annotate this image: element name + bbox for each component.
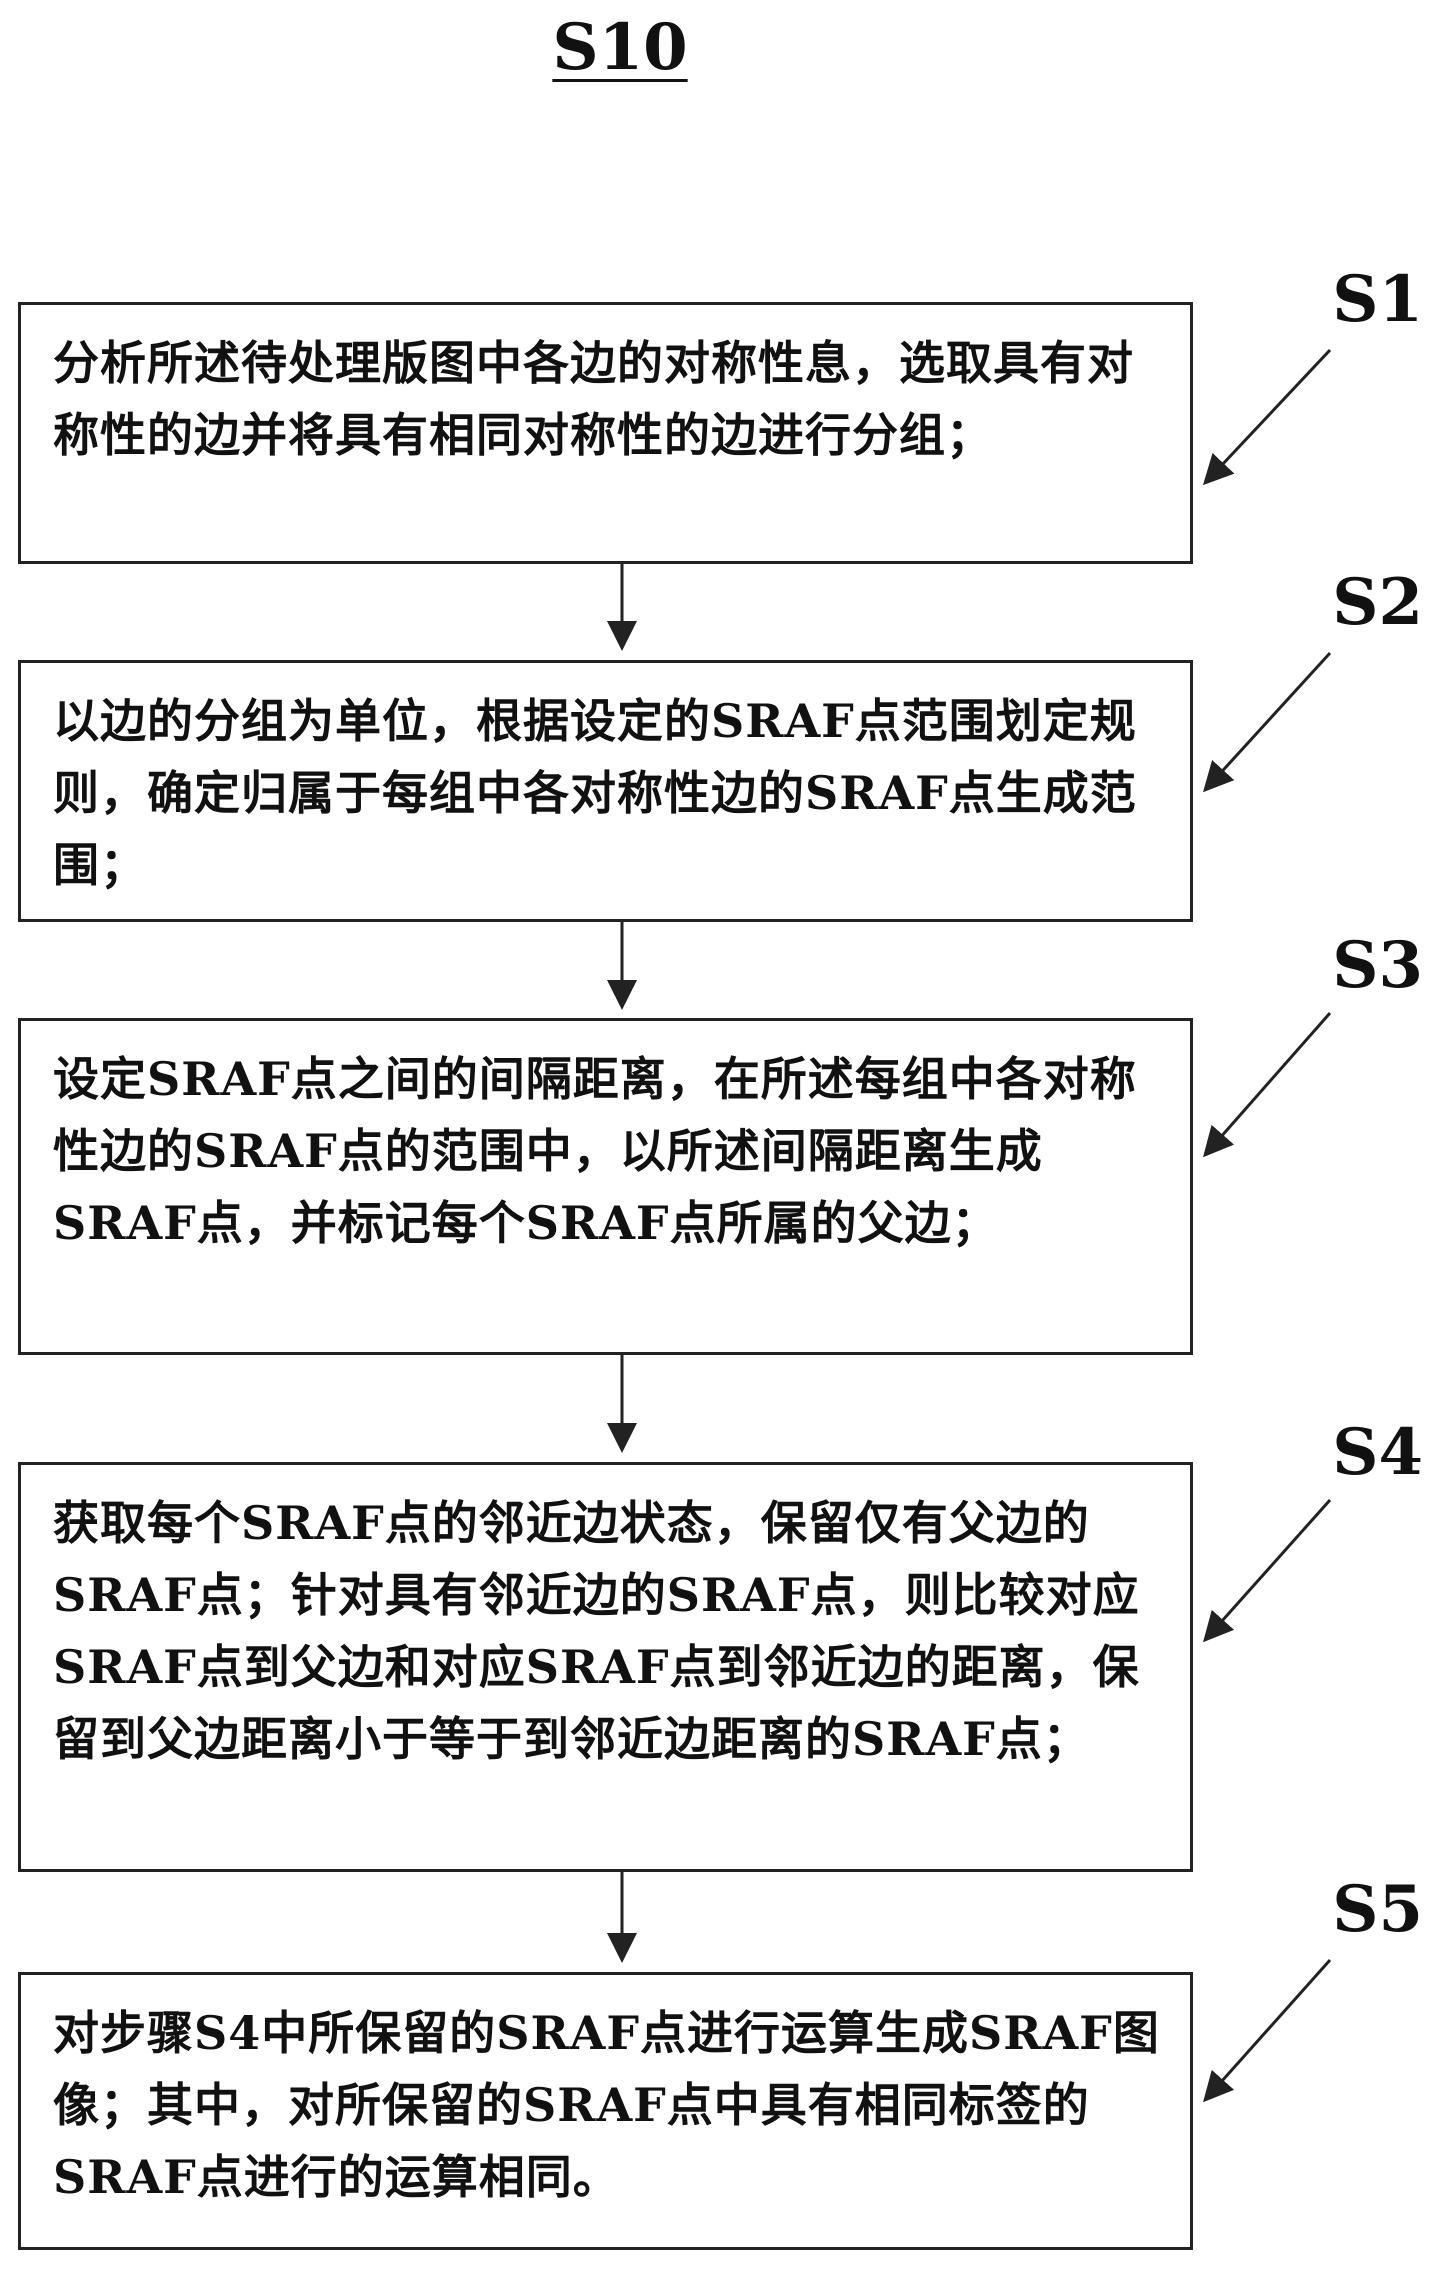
step-box-s3: 设定SRAF点之间的间隔距离，在所述每组中各对称性边的SRAF点的范围中，以所述… <box>18 1018 1193 1355</box>
leader-s5 <box>1203 1959 1332 2103</box>
step-text-s3: 设定SRAF点之间的间隔距离，在所述每组中各对称性边的SRAF点的范围中，以所述… <box>53 1052 1137 1250</box>
step-label-s5: S5 <box>1332 1872 1423 1947</box>
step-box-s2: 以边的分组为单位，根据设定的SRAF点范围划定规则，确定归属于每组中各对称性边的… <box>18 660 1193 922</box>
leader-s3 <box>1203 1012 1332 1158</box>
step-label-s2: S2 <box>1332 565 1423 640</box>
step-text-s5: 对步骤S4中所保留的SRAF点进行运算生成SRAF图像；其中，对所保留的SRAF… <box>53 2006 1160 2204</box>
step-box-s5: 对步骤S4中所保留的SRAF点进行运算生成SRAF图像；其中，对所保留的SRAF… <box>18 1972 1193 2250</box>
leader-s1 <box>1202 348 1332 486</box>
step-label-s3: S3 <box>1332 928 1423 1003</box>
step-box-s4: 获取每个SRAF点的邻近边状态，保留仅有父边的SRAF点；针对具有邻近边的SRA… <box>18 1462 1193 1872</box>
leader-s4 <box>1203 1499 1332 1643</box>
step-label-s4: S4 <box>1332 1415 1423 1490</box>
step-text-s4: 获取每个SRAF点的邻近边状态，保留仅有父边的SRAF点；针对具有邻近边的SRA… <box>53 1496 1140 1766</box>
step-text-s2: 以边的分组为单位，根据设定的SRAF点范围划定规则，确定归属于每组中各对称性边的… <box>53 694 1137 892</box>
step-box-s1: 分析所述待处理版图中各边的对称性息，选取具有对称性的边并将具有相同对称性的边进行… <box>18 302 1193 564</box>
diagram-title: S10 <box>552 10 688 85</box>
label-leaders <box>1202 348 1332 2103</box>
step-text-s1: 分析所述待处理版图中各边的对称性息，选取具有对称性的边并将具有相同对称性的边进行… <box>53 336 1134 462</box>
step-label-s1: S1 <box>1332 262 1423 337</box>
leader-s2 <box>1202 651 1332 793</box>
